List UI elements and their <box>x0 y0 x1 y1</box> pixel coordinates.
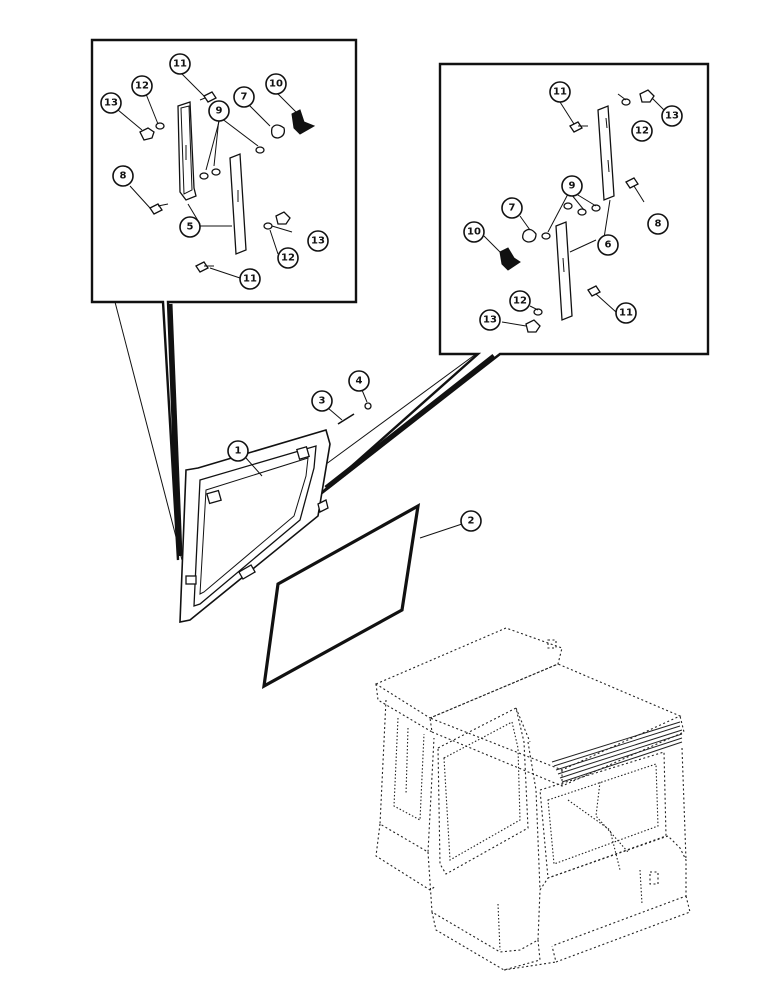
pin-and-clip <box>327 389 372 425</box>
svg-text:4: 4 <box>356 376 363 387</box>
callout-8-right: 8 <box>647 213 669 235</box>
callout-10: 10 <box>265 73 287 95</box>
svg-text:12: 12 <box>635 126 649 137</box>
callout-12-right: 12 <box>631 120 653 142</box>
callout-13-lower: 13 <box>307 230 329 252</box>
callout-12: 12 <box>131 75 153 97</box>
callout-12-lower: 12 <box>277 247 299 269</box>
callout-11-right: 11 <box>549 81 571 103</box>
callout-13: 13 <box>100 92 122 114</box>
svg-text:12: 12 <box>281 253 295 264</box>
svg-text:13: 13 <box>311 236 325 247</box>
svg-text:10: 10 <box>269 79 283 90</box>
svg-text:6: 6 <box>605 240 612 251</box>
callout-3: 3 <box>311 390 333 412</box>
svg-text:13: 13 <box>104 98 118 109</box>
left-callouts: 11 12 13 10 7 9 8 5 13 12 11 <box>100 53 329 290</box>
svg-text:10: 10 <box>467 227 481 238</box>
left-leaders <box>117 73 297 279</box>
left-detail-box <box>90 38 358 561</box>
svg-text:8: 8 <box>655 219 662 230</box>
svg-text:12: 12 <box>135 81 149 92</box>
svg-text:11: 11 <box>243 274 257 285</box>
callout-11-right-lower: 11 <box>615 302 637 324</box>
callout-11: 11 <box>169 53 191 75</box>
callout-9: 9 <box>208 100 230 122</box>
callout-2: 2 <box>460 510 482 532</box>
svg-text:11: 11 <box>553 87 567 98</box>
svg-text:13: 13 <box>483 315 497 326</box>
right-hinge-parts <box>499 89 655 333</box>
svg-text:11: 11 <box>619 308 633 319</box>
svg-text:7: 7 <box>241 92 248 103</box>
svg-text:11: 11 <box>173 59 187 70</box>
callout-6: 6 <box>597 234 619 256</box>
svg-text:9: 9 <box>216 106 223 117</box>
svg-text:2: 2 <box>468 516 475 527</box>
callout-4: 4 <box>348 370 370 392</box>
callout-13-right: 13 <box>661 105 683 127</box>
svg-text:13: 13 <box>665 111 679 122</box>
callout-13-right-lower: 13 <box>479 309 501 331</box>
svg-text:8: 8 <box>120 171 127 182</box>
callout-8: 8 <box>112 165 134 187</box>
left-hinge-parts <box>139 91 316 273</box>
right-leaders <box>483 93 665 327</box>
cab-illustration <box>374 627 691 971</box>
svg-text:7: 7 <box>509 203 516 214</box>
window-frame-part-1 <box>179 429 331 623</box>
svg-text:1: 1 <box>235 446 242 457</box>
svg-text:12: 12 <box>513 296 527 307</box>
callout-11-lower: 11 <box>239 268 261 290</box>
callout-9-right: 9 <box>561 175 583 197</box>
callout-10-right: 10 <box>463 221 485 243</box>
callout-7-right: 7 <box>501 197 523 219</box>
callout-7: 7 <box>233 86 255 108</box>
svg-text:5: 5 <box>187 222 194 233</box>
callout-1: 1 <box>227 440 249 462</box>
right-callouts: 11 13 12 9 8 7 10 6 12 11 13 <box>463 81 683 331</box>
callout-5: 5 <box>179 216 201 238</box>
svg-text:3: 3 <box>319 396 326 407</box>
svg-text:9: 9 <box>569 181 576 192</box>
glass-seal-part-2 <box>261 503 421 689</box>
callout-12-right-lower: 12 <box>509 290 531 312</box>
